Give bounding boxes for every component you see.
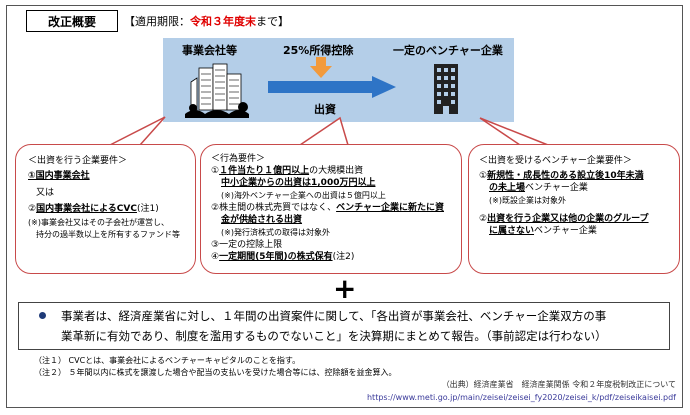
l1-rest: の大規模出資 <box>309 166 364 176</box>
investor-item-2: ②国内事業会社によるCVC(注1) <box>28 203 159 215</box>
investor-item-1: ①国内事業会社 <box>28 171 90 181</box>
period-deadline: 令和３年度末 <box>190 15 256 28</box>
company-label: 事業会社等 <box>182 44 237 57</box>
outer-frame <box>6 5 683 408</box>
r2-bold: の未上場 <box>489 183 526 193</box>
r1-bold: 新規性・成長性のある設立後10年未満 <box>487 171 644 181</box>
footnote-1: （注１） CVCとは、事業会社によるベンチャーキャピタルのことを指す。 <box>34 356 301 365</box>
l1-prefix: ① <box>211 166 220 176</box>
l8-note: (注2) <box>332 252 355 262</box>
action-line-4: ②株主間の株式売買ではなく、ベンチャー企業に新たに資 <box>211 202 444 214</box>
footnote-2: （注２） ５年間以内に株式を譲渡した場合や配当の支払いを受けた場合等には、控除額… <box>34 368 397 377</box>
investor-or: 又は <box>36 188 55 198</box>
deduction-label: 25%所得控除 <box>283 44 354 57</box>
venture-line-2: の未上場ベンチャー企業 <box>489 182 588 194</box>
l8-prefix: ④ <box>211 252 220 262</box>
office-building-icon <box>434 64 458 114</box>
reporting-line-2: 業革新に有効であり、制度を濫用するものでないこと」を決算期にまとめて報告。（事前… <box>61 329 607 343</box>
venture-heading: ＜出資を受けるベンチャー企業要件＞ <box>479 156 632 166</box>
investment-label: 出資 <box>314 103 336 116</box>
venture-line-5: に属さないベンチャー企業 <box>489 225 597 237</box>
r4-prefix: ② <box>479 214 488 224</box>
bullet-icon <box>39 312 46 319</box>
source-credit: （出典）経済産業省 経済産業関係 令和２年度税制改正について <box>441 380 676 389</box>
investor-requirements-box: ＜出資を行う企業要件＞ ①国内事業会社 又は ②国内事業会社によるCVC(注1)… <box>15 144 196 274</box>
venture-requirements-box: ＜出資を受けるベンチャー企業要件＞ ①新規性・成長性のある設立後10年未満 の未… <box>468 144 680 274</box>
investor-heading: ＜出資を行う企業要件＞ <box>28 156 128 166</box>
plus-sign: + <box>333 272 357 305</box>
l4-prefix: ②株主間の株式売買ではなく、 <box>211 203 337 213</box>
venture-line-4: ②出資を行う企業又は他の企業のグループ <box>479 213 649 225</box>
venture-line-1: ①新規性・成長性のある設立後10年未満 <box>479 170 644 182</box>
l1-bold: １件当たり１億円以上 <box>219 166 310 176</box>
item2-note: (注1) <box>136 204 159 214</box>
action-line-5: 金が供給される出資 <box>221 215 303 225</box>
reporting-line-1: 事業者は、経済産業省に対し、１年間の出資案件に関して、「各出資が事業会社、ベンチ… <box>61 309 607 323</box>
action-line-3: (※)海外ベンチャー企業への出資は５億円以上 <box>221 191 386 200</box>
investor-sub-2: 持分の過半数以上を所有するファンド等 <box>36 230 180 239</box>
action-heading: ＜行為要件＞ <box>211 154 266 164</box>
r2-rest: ベンチャー企業 <box>525 183 588 193</box>
action-line-7: ③一定の控除上限 <box>211 240 283 250</box>
investor-sub-1: (※)事業会社又はその子会社が運営し、 <box>28 218 169 227</box>
investment-arrow-icon <box>268 76 396 98</box>
down-arrow-icon <box>310 57 332 78</box>
action-line-1: ①１件当たり１億円以上の大規模出資 <box>211 165 363 177</box>
application-period: 【適用期限：令和３年度末まで】 <box>124 13 289 29</box>
factory-buildings-icon <box>183 60 251 118</box>
reporting-text: 事業者は、経済産業省に対し、１年間の出資案件に関して、「各出資が事業会社、ベンチ… <box>61 306 607 346</box>
action-line-2: 中小企業からの出資は1,000万円以上 <box>221 178 376 188</box>
item2-bold: 国内事業会社によるCVC <box>36 204 137 214</box>
r5-rest: ベンチャー企業 <box>534 226 597 236</box>
venture-line-3: (※)既設企業は対象外 <box>489 196 566 205</box>
r5-bold: に属さない <box>489 226 535 236</box>
source-url[interactable]: https://www.meti.go.jp/main/zeisei/zeise… <box>366 393 676 402</box>
l8-bold: 一定期間(5年間)の株式保有 <box>219 252 333 262</box>
l4-bold: ベンチャー企業に新たに資 <box>336 203 444 213</box>
period-prefix: 【適用期限： <box>124 15 190 28</box>
r1-prefix: ① <box>479 171 488 181</box>
action-line-8: ④一定期間(5年間)の株式保有(注2) <box>211 251 354 263</box>
page-title: 改正概要 <box>26 10 118 32</box>
item2-prefix: ② <box>28 204 37 214</box>
action-requirements-box: ＜行為要件＞ ①１件当たり１億円以上の大規模出資 中小企業からの出資は1,000… <box>200 144 462 274</box>
period-suffix: まで】 <box>256 15 289 28</box>
action-line-6: (※)発行済株式の取得は対象外 <box>221 228 330 237</box>
venture-label: 一定のベンチャー企業 <box>393 44 503 57</box>
reporting-box: 事業者は、経済産業省に対し、１年間の出資案件に関して、「各出資が事業会社、ベンチ… <box>18 302 670 350</box>
r4-bold: 出資を行う企業又は他の企業のグループ <box>487 214 649 224</box>
